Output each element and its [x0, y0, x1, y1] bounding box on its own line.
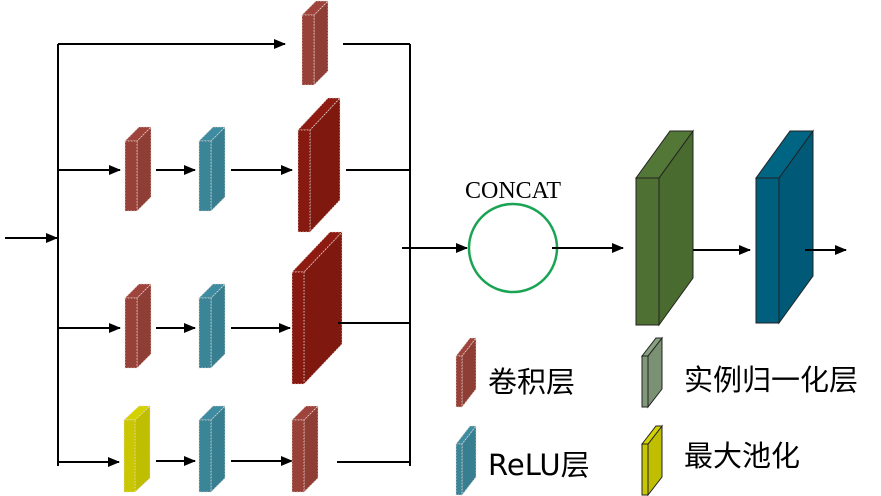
branch-4-relu-layer — [198, 405, 226, 493]
slab-side-face — [210, 405, 226, 493]
instance-norm-layer — [635, 129, 694, 327]
branch-1-conv-layer — [301, 0, 329, 86]
slab-front-face — [635, 177, 660, 326]
legend-swatch-conv — [455, 336, 477, 409]
slab-front-face — [755, 177, 780, 324]
slab-side-face — [136, 126, 152, 212]
concat-node — [467, 202, 559, 294]
output-relu-layer — [755, 129, 814, 325]
branch-4-conv-layer — [291, 405, 319, 493]
legend-label-instnorm: 实例归一化层 — [684, 363, 858, 397]
slab-front-face — [301, 14, 315, 86]
branch-3-relu-layer — [198, 283, 226, 369]
slab-side-face — [210, 126, 226, 212]
slab-front-face — [291, 271, 305, 385]
slab-side-face — [136, 283, 152, 369]
slab-front-face — [198, 297, 212, 369]
concat-label: CONCAT — [465, 178, 561, 204]
slab-front-face — [641, 355, 649, 408]
slab-front-face — [641, 443, 649, 496]
branch-2-large-conv-layer — [297, 96, 341, 234]
legend-label-pool: 最大池化 — [684, 439, 800, 473]
legend-swatch-pool — [640, 424, 664, 496]
legend-swatch-instnorm — [640, 336, 664, 409]
slab-top-face — [198, 283, 226, 299]
slab-top-face — [124, 126, 152, 142]
slab-front-face — [455, 443, 463, 496]
slab-front-face — [297, 129, 311, 233]
legend-label-conv: 卷积层 — [488, 365, 575, 399]
slab-front-face — [291, 419, 305, 493]
slab-side-face — [313, 0, 329, 86]
legend: 卷积层 实例归一化层 ReLU层 最大池化 — [455, 336, 858, 496]
slab-top-face — [124, 283, 152, 299]
slab-front-face — [123, 419, 136, 493]
slab-top-face — [198, 405, 226, 421]
slab-top-face — [301, 0, 329, 16]
branch-3-conv-layer — [124, 283, 152, 369]
slab-top-face — [291, 405, 319, 421]
slab-front-face — [455, 355, 463, 408]
slab-top-face — [455, 425, 477, 445]
branch-3-large-conv-layer — [291, 230, 343, 386]
slab-side-face — [303, 405, 319, 493]
slab-top-face — [122, 405, 152, 421]
slab-side-face — [210, 283, 226, 369]
slab-front-face — [198, 419, 212, 493]
slab-side-face — [134, 405, 151, 493]
branch-4-pool-layer — [122, 405, 152, 493]
slab-front-face — [124, 297, 138, 369]
slab-top-face — [455, 337, 477, 357]
slab-front-face — [124, 140, 138, 212]
legend-swatch-relu — [455, 424, 477, 496]
branch-2-relu-layer — [198, 126, 226, 212]
branch-2-conv-layer — [124, 126, 152, 212]
slab-top-face — [198, 126, 226, 142]
slab-side-face — [303, 230, 343, 386]
slab-front-face — [198, 140, 212, 212]
slab-side-face — [309, 96, 341, 234]
slab-top-face — [297, 97, 341, 131]
legend-label-relu: ReLU层 — [488, 448, 590, 482]
